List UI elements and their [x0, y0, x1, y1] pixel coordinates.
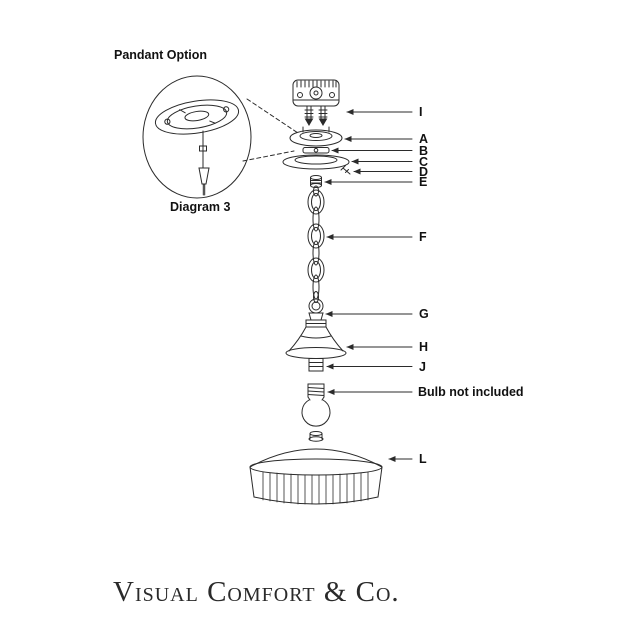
- inset-caption: Diagram 3: [170, 200, 231, 214]
- part-label-f: F: [419, 230, 427, 244]
- hang-nipple: [310, 175, 322, 188]
- part-label-a: A: [419, 132, 429, 146]
- part-label-l: L: [419, 452, 427, 466]
- glass-shade: [249, 431, 383, 505]
- set-screw: [340, 165, 351, 175]
- canopy-ring: [289, 126, 343, 147]
- pendant-cord: [198, 130, 210, 196]
- part-label-c: C: [419, 155, 429, 169]
- crossbar: [302, 147, 330, 154]
- leader-lines: [324, 109, 413, 462]
- loop-finial: [308, 298, 324, 321]
- inset-title: Pandant Option: [114, 48, 208, 62]
- part-label-b: B: [419, 144, 429, 158]
- inset-diagram-circle: [142, 75, 299, 199]
- mounting-screws: [304, 105, 328, 126]
- canopy-dish: [282, 154, 350, 170]
- ceiling-plate: [154, 99, 240, 135]
- chain: [307, 185, 325, 303]
- part-label-i: I: [419, 105, 423, 119]
- shade-ribs: [262, 471, 369, 505]
- part-label-h: H: [419, 340, 429, 354]
- part-label-j: J: [419, 360, 426, 374]
- bell-body: [285, 319, 347, 359]
- mount-block: [292, 79, 340, 107]
- part-label-e: E: [419, 175, 428, 189]
- part-label-g: G: [419, 307, 429, 321]
- socket-neck: [308, 358, 324, 372]
- part-label-d: D: [419, 165, 429, 179]
- bulb-not-included-note: Bulb not included: [418, 385, 524, 399]
- inset-leader-dashes: [242, 98, 299, 162]
- light-bulb: [301, 383, 331, 427]
- brand-logo: Visual Comfort & Co.: [113, 576, 400, 608]
